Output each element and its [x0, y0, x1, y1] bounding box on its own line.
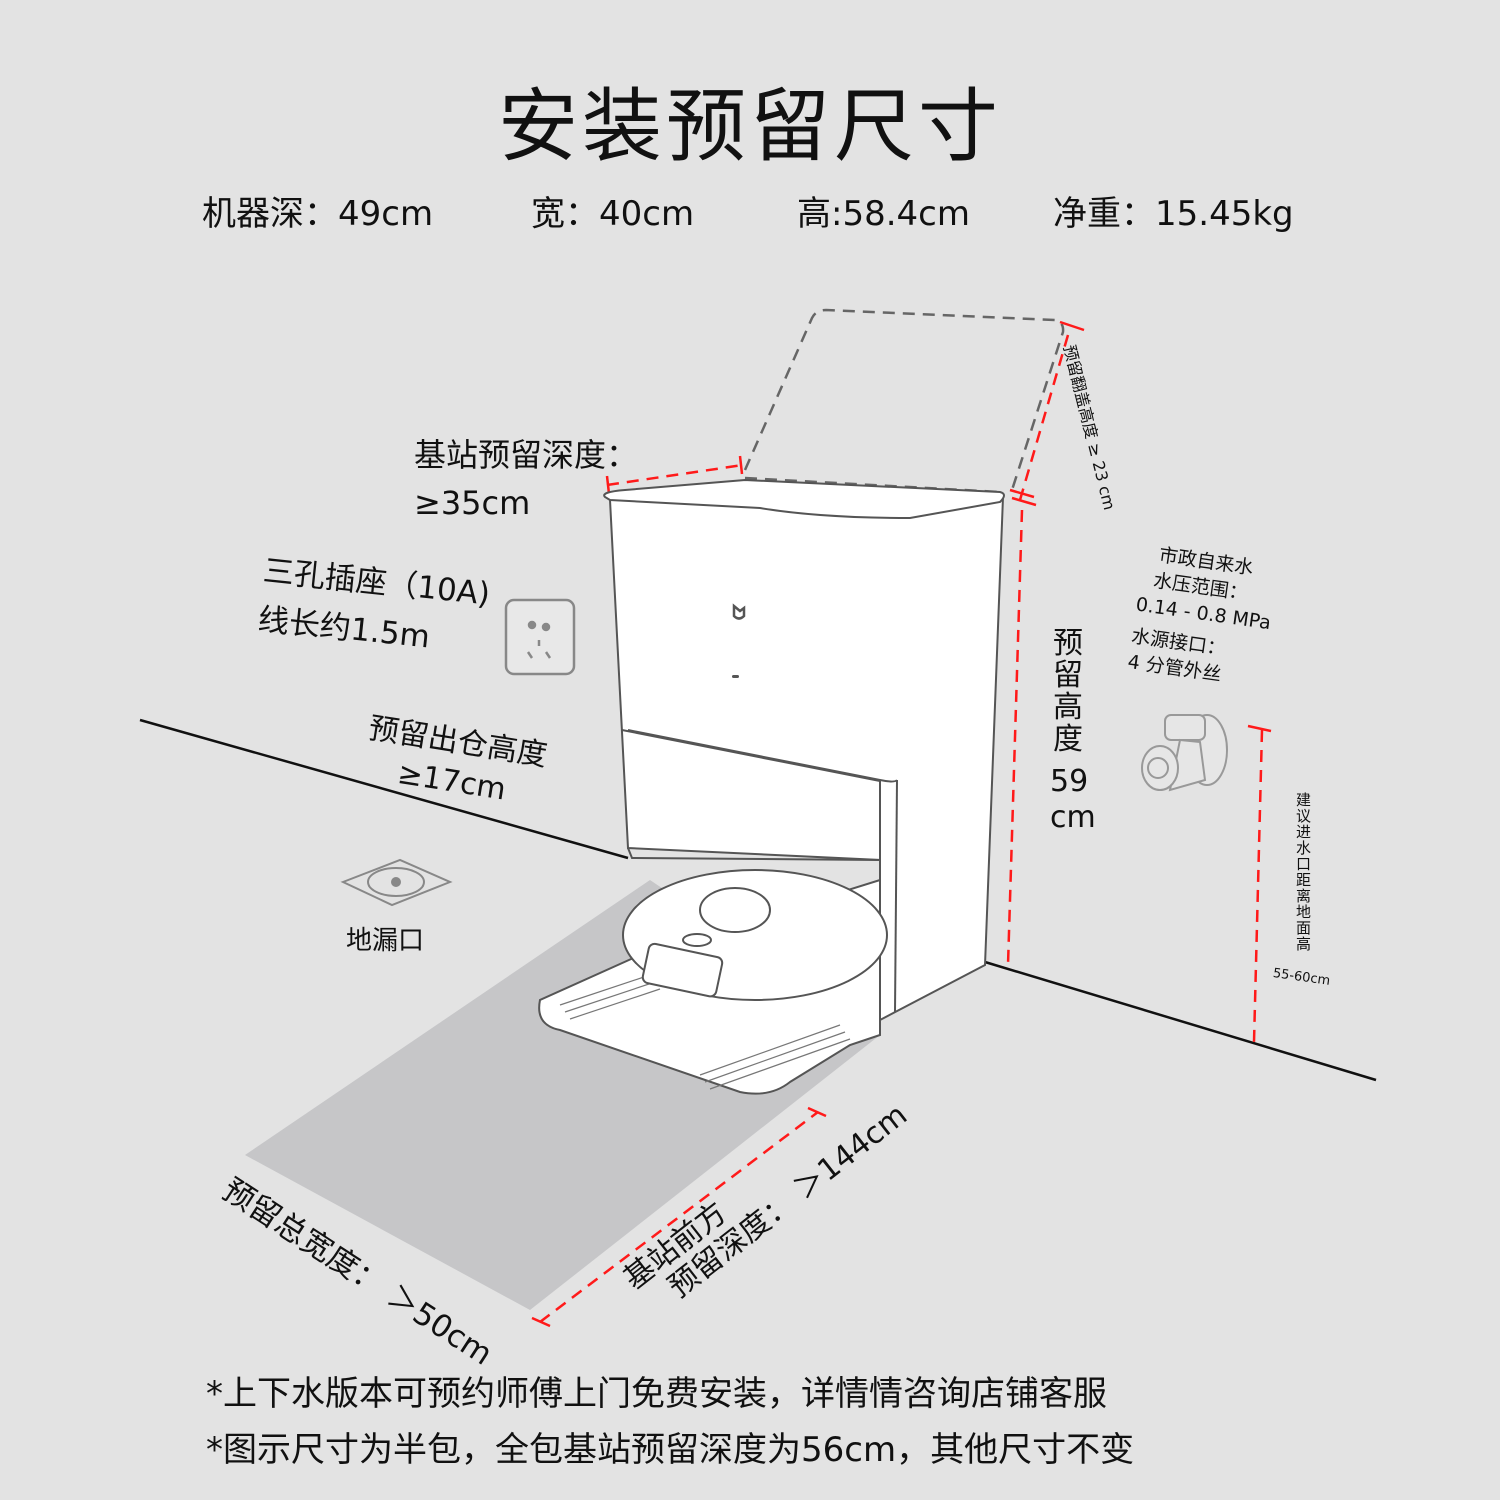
dock-station	[603, 478, 1005, 1022]
spec-depth-value: 49cm	[338, 194, 434, 234]
wall-floor-line-left	[139, 718, 629, 860]
note-installation: *上下水版本可预约师傅上门免费安装，详情情咨询店铺客服	[206, 1374, 1107, 1414]
spec-weight-value: 15.45kg	[1155, 194, 1294, 234]
spec-height-label: 高:	[797, 194, 843, 234]
reserve-height-label: 预留高度 59 cm	[1050, 626, 1096, 835]
inlet-height-dimension	[1252, 729, 1264, 1043]
spec-weight-label: 净重：	[1053, 194, 1155, 234]
spec-height: 高:58.4cm	[797, 186, 970, 235]
spec-width: 宽：40cm	[531, 186, 694, 235]
lid-swing-outline	[743, 308, 1065, 491]
spec-width-label: 宽：	[531, 194, 599, 234]
spec-width-value: 40cm	[599, 194, 695, 234]
water-pressure-label: 市政自来水 水压范围： 0.14 - 0.8 MPa 水源接口： 4 分管外丝	[1126, 544, 1273, 686]
wall-floor-line-right	[984, 960, 1377, 1082]
spec-weight: 净重：15.45kg	[1053, 186, 1294, 235]
floor-drain-icon	[340, 858, 453, 907]
floor-drain-label: 地漏口	[346, 926, 425, 956]
reserve-height-dimension	[1006, 509, 1024, 966]
inlet-height-label: 建议进水口距离地面高	[1296, 791, 1312, 953]
front-depth-dimension	[539, 1111, 819, 1323]
spec-depth-label: 机器深：	[202, 194, 338, 234]
dock-depth-dimension	[606, 463, 744, 487]
indicator-light	[732, 675, 739, 678]
robot-vacuum	[622, 869, 888, 1001]
wall-socket-icon	[504, 598, 576, 676]
spec-depth: 机器深：49cm	[202, 186, 433, 235]
mijia-logo-icon	[732, 603, 746, 620]
ramp-grille	[559, 974, 851, 1090]
page-title: 安装预留尺寸	[498, 80, 1002, 173]
note-dimensions: *图示尺寸为半包，全包基站预留深度为56cm，其他尺寸不变	[206, 1430, 1135, 1470]
water-valve-icon	[1141, 714, 1228, 792]
dock-depth-label: 基站预留深度： ≥35cm	[414, 436, 639, 522]
spec-height-value: 58.4cm	[842, 194, 970, 234]
lid-height-dimension	[1018, 334, 1070, 501]
